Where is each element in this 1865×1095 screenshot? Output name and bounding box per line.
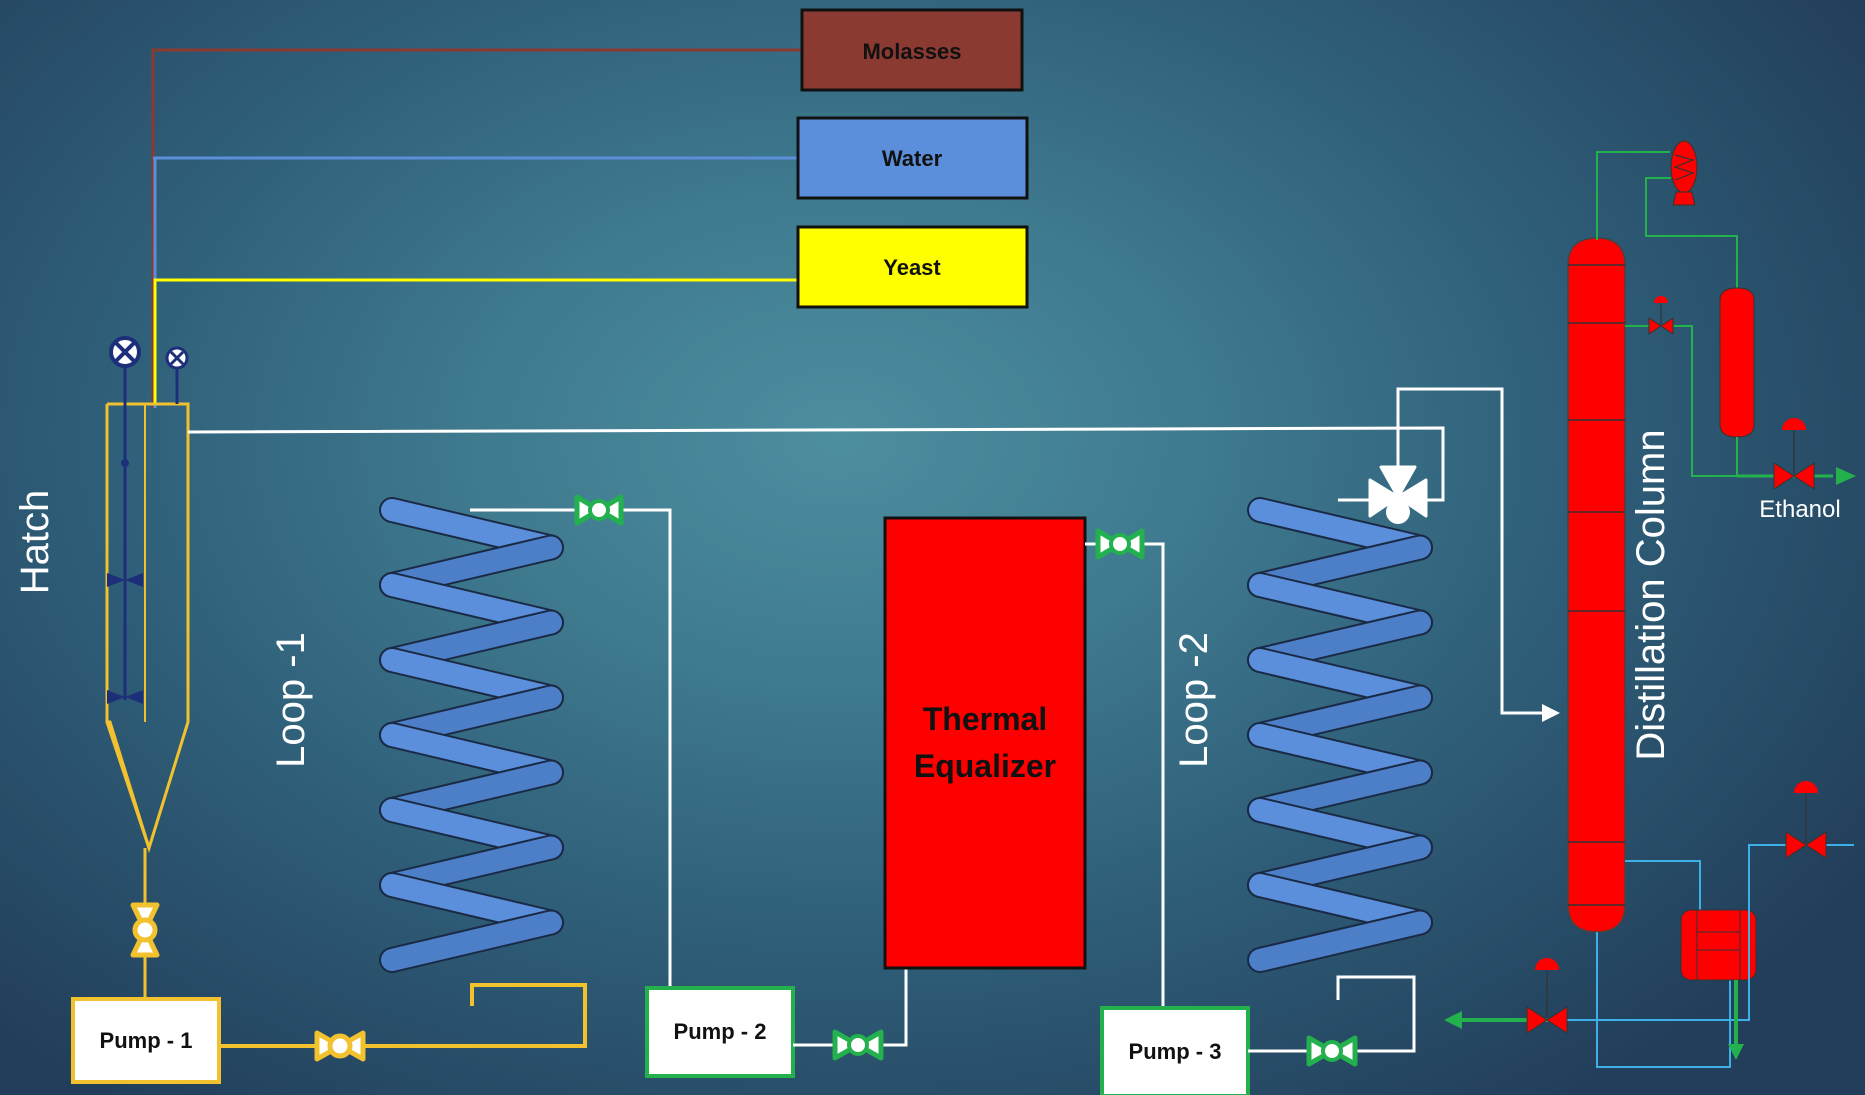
thermal-equalizer-label-1: Thermal — [923, 701, 1047, 737]
water-label: Water — [882, 146, 943, 171]
condensate-arrow-icon — [1728, 1044, 1744, 1060]
overhead-condenser-icon[interactable] — [1670, 140, 1698, 206]
pump2-discharge-valve-icon[interactable] — [832, 1029, 884, 1061]
yeast-feed-line — [153, 278, 799, 405]
pump-2-label: Pump - 2 — [674, 1019, 767, 1044]
pump1-to-loop1-line — [219, 983, 587, 1048]
pump-2[interactable]: Pump - 2 — [645, 986, 795, 1078]
pump3-to-loop2-line — [1248, 975, 1416, 1053]
hatch-label: Hatch — [13, 490, 57, 595]
loop-1-coil[interactable] — [379, 497, 564, 973]
hatch-to-mixing-valve-line — [187, 426, 1445, 502]
pump1-discharge-valve-icon[interactable] — [314, 1030, 366, 1062]
column-feed-arrow-icon — [1542, 704, 1560, 722]
loop-2-label: Loop -2 — [1172, 632, 1216, 768]
ethanol-control-valve-icon[interactable] — [1773, 418, 1815, 490]
water-tank[interactable]: Water — [796, 116, 1029, 200]
thermal-equalizer[interactable]: Thermal Equalizer — [883, 516, 1087, 970]
ethanol-arrow-icon — [1836, 467, 1856, 485]
equalizer-outlet-valve-icon[interactable] — [1095, 528, 1145, 560]
loop-2-coil[interactable] — [1247, 497, 1433, 973]
steam-control-valve-icon[interactable] — [1785, 781, 1827, 859]
pump-1-label: Pump - 1 — [100, 1028, 193, 1053]
pump3-discharge-valve-icon[interactable] — [1306, 1035, 1358, 1067]
hatch-drain-valve-icon[interactable] — [130, 902, 160, 958]
loop-1-label: Loop -1 — [269, 632, 313, 768]
reflux-drum[interactable] — [1719, 287, 1755, 438]
column-bottom-line — [1596, 932, 1731, 1068]
hatch-pressure-gauge-icon — [109, 336, 141, 404]
three-way-mixing-valve-icon[interactable] — [1368, 465, 1428, 524]
pump-1[interactable]: Pump - 1 — [71, 997, 221, 1084]
yeast-label: Yeast — [883, 255, 941, 280]
hatch-temperature-gauge-icon — [165, 346, 189, 404]
molasses-feed-line — [151, 48, 803, 408]
equalizer-to-pump3-line — [1085, 542, 1165, 1008]
bottoms-control-valve-icon[interactable] — [1526, 958, 1568, 1034]
yeast-tank[interactable]: Yeast — [796, 225, 1029, 309]
hatch-vessel[interactable] — [105, 365, 190, 854]
distillation-column-label: Distillation Column — [1629, 429, 1673, 760]
coil-strand — [381, 911, 562, 971]
pump-3[interactable]: Pump - 3 — [1100, 1006, 1250, 1095]
reboiler-return-line — [1625, 860, 1701, 915]
reflux-control-valve-icon[interactable] — [1648, 296, 1674, 335]
molasses-tank[interactable]: Molasses — [800, 8, 1024, 92]
column-overhead-line — [1596, 151, 1670, 240]
pump2-to-equalizer-line — [793, 968, 908, 1047]
thermal-equalizer-label-2: Equalizer — [914, 748, 1056, 784]
loop1-outlet-valve-icon[interactable] — [574, 494, 624, 526]
coil-strand — [1249, 911, 1431, 971]
reboiler[interactable] — [1680, 909, 1757, 981]
condenser-to-drum-line — [1645, 177, 1738, 290]
molasses-label: Molasses — [862, 39, 961, 64]
pump-3-label: Pump - 3 — [1129, 1039, 1222, 1064]
mixing-valve-to-column-line — [1396, 387, 1555, 715]
ethanol-label: Ethanol — [1759, 496, 1840, 523]
bottoms-arrow-icon — [1444, 1011, 1462, 1029]
loop1-to-pump2-line — [470, 508, 672, 988]
distillation-column[interactable] — [1567, 237, 1626, 933]
